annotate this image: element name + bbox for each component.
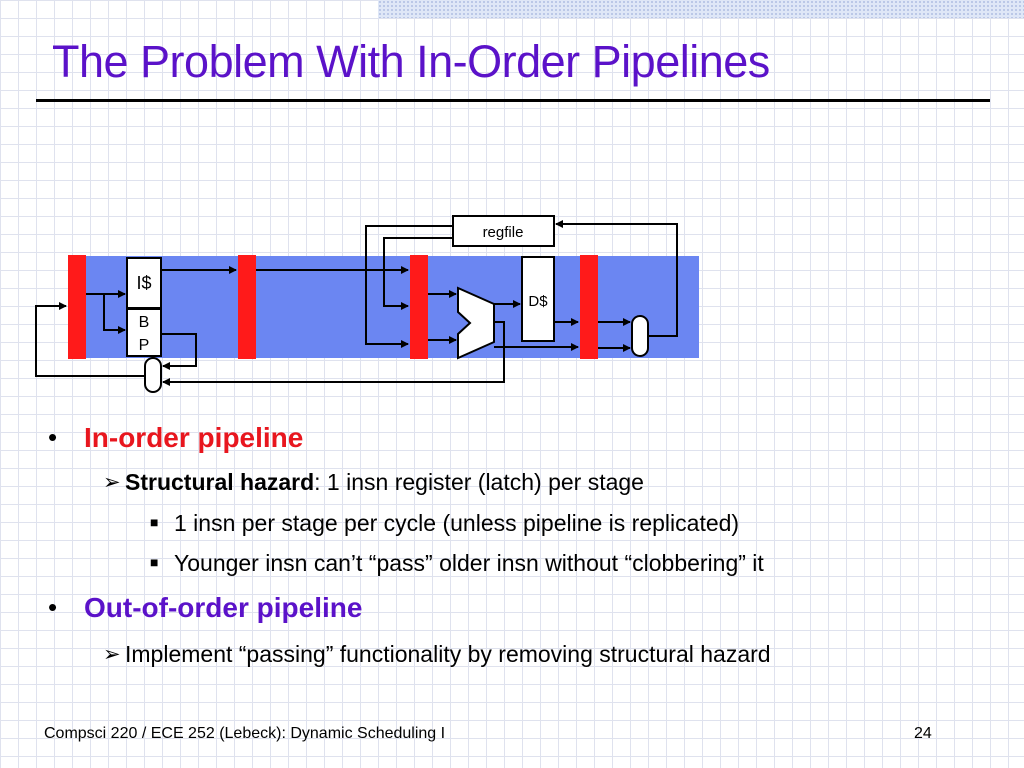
footer-course: Compsci 220 / ECE 252 (Lebeck): Dynamic …: [44, 725, 446, 742]
bullet-out-of-order-text: Out-of-order pipeline: [84, 592, 363, 623]
bp-label-top: B: [139, 314, 150, 331]
structural-hazard-term: Structural hazard: [125, 469, 315, 495]
regfile-box: [452, 215, 555, 247]
wire-branch-target: [162, 321, 505, 386]
wire-bp-pcmux: [161, 333, 197, 370]
pipeline-latch-decode: [238, 255, 256, 359]
writeback-mux: [631, 315, 649, 357]
pc-mux: [144, 357, 162, 393]
bullet-implement-text: Implement “passing” functionality by rem…: [125, 641, 771, 667]
wire-regfile-read-a: [365, 225, 453, 348]
bullet-sub-2-text: Younger insn can’t “pass” older insn wit…: [174, 550, 764, 576]
regfile-label: regfile: [483, 224, 524, 241]
bullet-in-order-text: In-order pipeline: [84, 422, 304, 453]
wire-pc-loop: [35, 302, 145, 377]
pipeline-latch-memory: [580, 255, 598, 359]
wire-fetch-bp: [103, 294, 126, 334]
page-number: 24: [914, 725, 932, 742]
decorative-header-band: [378, 0, 1024, 18]
wire-writeback: [555, 220, 678, 337]
arrowhead-bullet-icon: ➢: [103, 643, 121, 666]
branch-predictor-box: [126, 308, 162, 357]
pipeline-latch-fetch: [68, 255, 86, 359]
bp-label-bottom: P: [139, 337, 150, 354]
bullet-dot: •: [48, 592, 58, 622]
square-bullet-icon: ■: [150, 554, 159, 570]
title-underline: [36, 99, 990, 102]
square-bullet-icon: ■: [150, 514, 159, 530]
dcache-box: [521, 256, 555, 342]
alu-shape: [457, 286, 495, 360]
dcache-label: D$: [528, 293, 548, 310]
arrowhead-bullet-icon: ➢: [103, 471, 121, 494]
wire-regfile-read-b: [383, 237, 453, 310]
structural-hazard-rest: : 1 insn register (latch) per stage: [314, 469, 644, 495]
bullet-sub-1-text: 1 insn per stage per cycle (unless pipel…: [174, 510, 740, 536]
pipeline-diagram: I$ B P regfile D$: [35, 215, 699, 393]
icache-label: I$: [136, 273, 151, 293]
bullet-dot: •: [48, 422, 58, 452]
slide-title: The Problem With In-Order Pipelines: [52, 36, 770, 87]
pipeline-latch-execute: [410, 255, 428, 359]
bullet-structural-hazard-text: Structural hazard: 1 insn register (latc…: [125, 469, 644, 496]
